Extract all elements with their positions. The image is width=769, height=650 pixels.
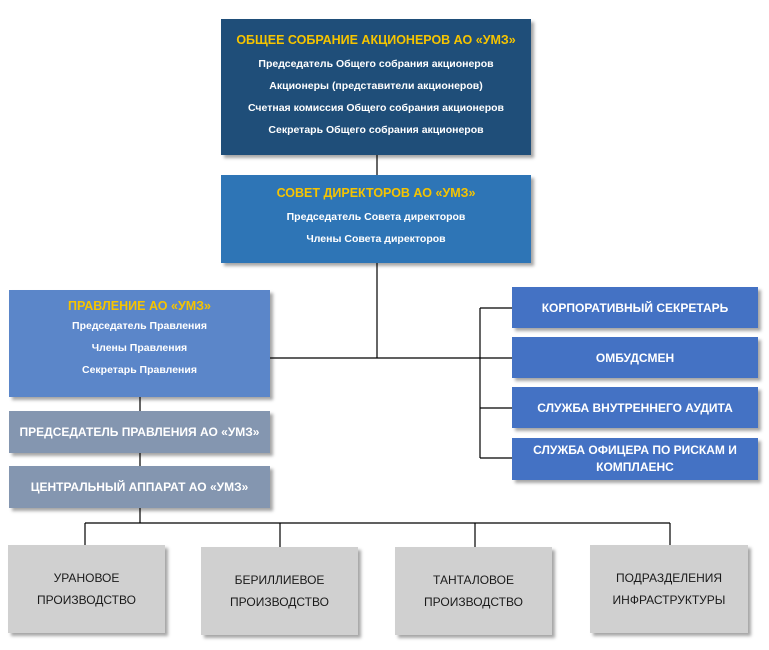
unit-line: ПРОИЗВОДСТВО xyxy=(37,593,136,607)
shareholders-meeting-box: ОБЩЕЕ СОБРАНИЕ АКЦИОНЕРОВ АО «УМЗ» Предс… xyxy=(221,19,531,155)
management-board-box: ПРАВЛЕНИЕ АО «УМЗ» Председатель Правлени… xyxy=(9,290,270,397)
tantalum-production-box: ТАНТАЛОВОЕ ПРОИЗВОДСТВО xyxy=(395,547,552,635)
meeting-line: Председатель Общего собрания акционеров xyxy=(258,58,494,70)
unit-line: ПРОИЗВОДСТВО xyxy=(230,595,329,609)
board-line: Члены Совета директоров xyxy=(306,233,446,245)
central-office-box: ЦЕНТРАЛЬНЫЙ АППАРАТ АО «УМЗ» xyxy=(9,466,270,508)
central-office-title: ЦЕНТРАЛЬНЫЙ АППАРАТ АО «УМЗ» xyxy=(30,480,249,494)
risk-compliance-box: СЛУЖБА ОФИЦЕРА ПО РИСКАМ И КОМПЛАЕНС xyxy=(512,438,758,480)
board-of-directors-box: СОВЕТ ДИРЕКТОРОВ АО «УМЗ» Председатель С… xyxy=(221,175,531,263)
board-line: Председатель Совета директоров xyxy=(286,211,466,223)
meeting-line: Счетная комиссия Общего собрания акционе… xyxy=(247,102,505,114)
meeting-line: Акционеры (представители акционеров) xyxy=(269,80,483,92)
meeting-line: Секретарь Общего собрания акционеров xyxy=(268,124,484,136)
unit-line: БЕРИЛЛИЕВОЕ xyxy=(234,573,325,587)
unit-line: ТАНТАЛОВОЕ xyxy=(433,573,514,587)
management-line: Председатель Правления xyxy=(72,320,207,332)
board-title: СОВЕТ ДИРЕКТОРОВ АО «УМЗ» xyxy=(276,186,476,200)
side-unit-label: КОРПОРАТИВНЫЙ СЕКРЕТАРЬ xyxy=(541,300,729,315)
ombudsman-box: ОМБУДСМЕН xyxy=(512,337,758,378)
infrastructure-units-box: ПОДРАЗДЕЛЕНИЯ ИНФРАСТРУКТУРЫ xyxy=(590,545,748,633)
management-title: ПРАВЛЕНИЕ АО «УМЗ» xyxy=(68,299,211,313)
internal-audit-box: СЛУЖБА ВНУТРЕННЕГО АУДИТА xyxy=(512,387,758,428)
shareholders-meeting-title: ОБЩЕЕ СОБРАНИЕ АКЦИОНЕРОВ АО «УМЗ» xyxy=(236,33,516,47)
management-line: Секретарь Правления xyxy=(82,364,197,376)
management-line: Члены Правления xyxy=(91,342,188,354)
chairman-box: ПРЕДСЕДАТЕЛЬ ПРАВЛЕНИЯ АО «УМЗ» xyxy=(9,411,270,453)
unit-line: ИНФРАСТРУКТУРЫ xyxy=(612,593,726,607)
side-unit-label: СЛУЖБА ВНУТРЕННЕГО АУДИТА xyxy=(537,400,733,415)
unit-line: ПРОИЗВОДСТВО xyxy=(424,595,523,609)
unit-line: ПОДРАЗДЕЛЕНИЯ xyxy=(615,571,723,585)
chairman-title: ПРЕДСЕДАТЕЛЬ ПРАВЛЕНИЯ АО «УМЗ» xyxy=(19,425,260,439)
corporate-secretary-box: КОРПОРАТИВНЫЙ СЕКРЕТАРЬ xyxy=(512,287,758,328)
side-unit-label: ОМБУДСМЕН xyxy=(595,350,675,365)
side-unit-label: СЛУЖБА ОФИЦЕРА ПО РИСКАМ И КОМПЛАЕНС xyxy=(533,443,737,474)
beryllium-production-box: БЕРИЛЛИЕВОЕ ПРОИЗВОДСТВО xyxy=(201,547,358,635)
uranium-production-box: УРАНОВОЕ ПРОИЗВОДСТВО xyxy=(8,545,165,633)
unit-line: УРАНОВОЕ xyxy=(53,571,120,585)
